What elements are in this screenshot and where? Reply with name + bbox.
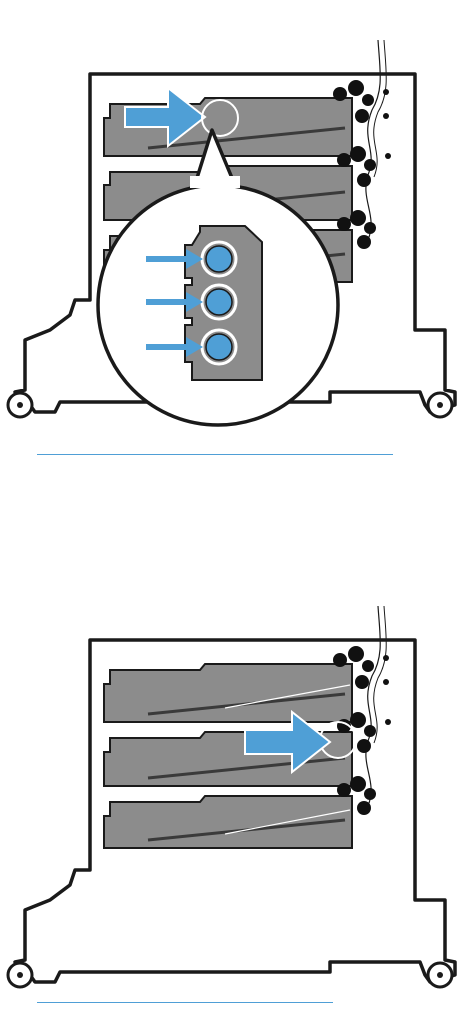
right-wheel-icon [428, 963, 452, 987]
sensor-indicator-2 [202, 285, 236, 319]
figure-underline-1 [37, 454, 393, 455]
printer-diagram-2 [0, 590, 474, 1025]
tray-1 [104, 664, 352, 722]
figure-underline-2 [37, 1002, 333, 1003]
printer-diagram-1 [0, 0, 474, 470]
left-wheel-icon [8, 393, 32, 417]
tray-3 [104, 796, 352, 848]
sensor-indicator-3 [202, 330, 236, 364]
figure-tray-sensors [0, 0, 474, 470]
left-wheel-icon [8, 963, 32, 987]
figure-tray-path [0, 590, 474, 1025]
paper-path [366, 40, 380, 240]
right-wheel-icon [428, 393, 452, 417]
paper-path [366, 606, 380, 806]
sensor-indicator-1 [202, 242, 236, 276]
